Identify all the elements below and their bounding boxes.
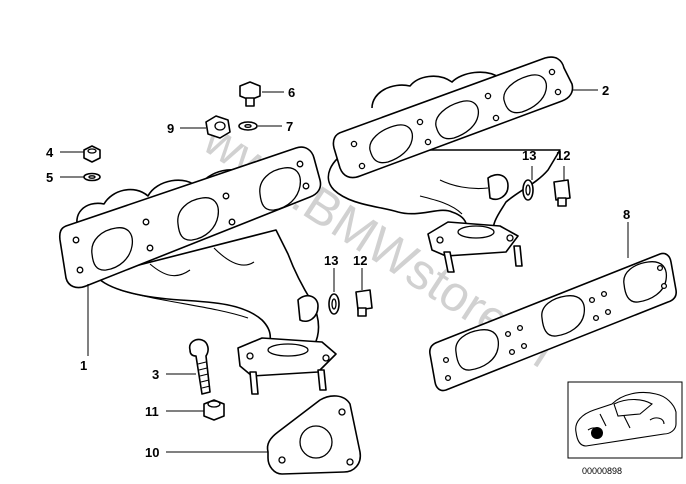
location-marker	[591, 427, 603, 439]
bolt-3	[188, 338, 211, 395]
image-code: 00000898	[582, 466, 622, 476]
sealing-ring-13-lower	[328, 293, 340, 315]
leader-lines	[60, 89, 629, 453]
exhaust-manifold-front	[58, 146, 337, 395]
washer-5	[83, 172, 101, 182]
nut-9	[205, 115, 231, 139]
callout-8: 8	[623, 207, 630, 222]
vehicle-location-inset	[567, 381, 683, 459]
callout-labels: 1 2 3 4 5 6 7 8 9 10 11 12 12 13 13	[46, 83, 630, 460]
callout-11: 11	[145, 404, 159, 419]
exhaust-manifold-rear	[327, 56, 574, 273]
nut-4	[83, 145, 101, 163]
callout-13-upper: 13	[522, 148, 536, 163]
washer-7	[238, 121, 258, 131]
callout-2: 2	[602, 83, 609, 98]
callout-10: 10	[145, 445, 159, 460]
callout-12-lower: 12	[353, 253, 367, 268]
callout-9: 9	[167, 121, 174, 136]
bolt-6	[239, 81, 261, 107]
callout-4: 4	[46, 145, 54, 160]
plug-12-lower	[355, 289, 373, 317]
callout-5: 5	[46, 170, 53, 185]
manifold-gasket	[429, 252, 677, 392]
sealing-ring-13-upper	[522, 179, 534, 201]
callout-12-upper: 12	[556, 148, 570, 163]
callout-6: 6	[288, 85, 295, 100]
pipe-flange-gasket	[266, 395, 362, 475]
nut-11	[203, 399, 225, 421]
callout-1: 1	[80, 358, 87, 373]
callout-3: 3	[152, 367, 159, 382]
callout-13-lower: 13	[324, 253, 338, 268]
callout-7: 7	[286, 119, 293, 134]
plug-12-upper	[553, 179, 571, 207]
